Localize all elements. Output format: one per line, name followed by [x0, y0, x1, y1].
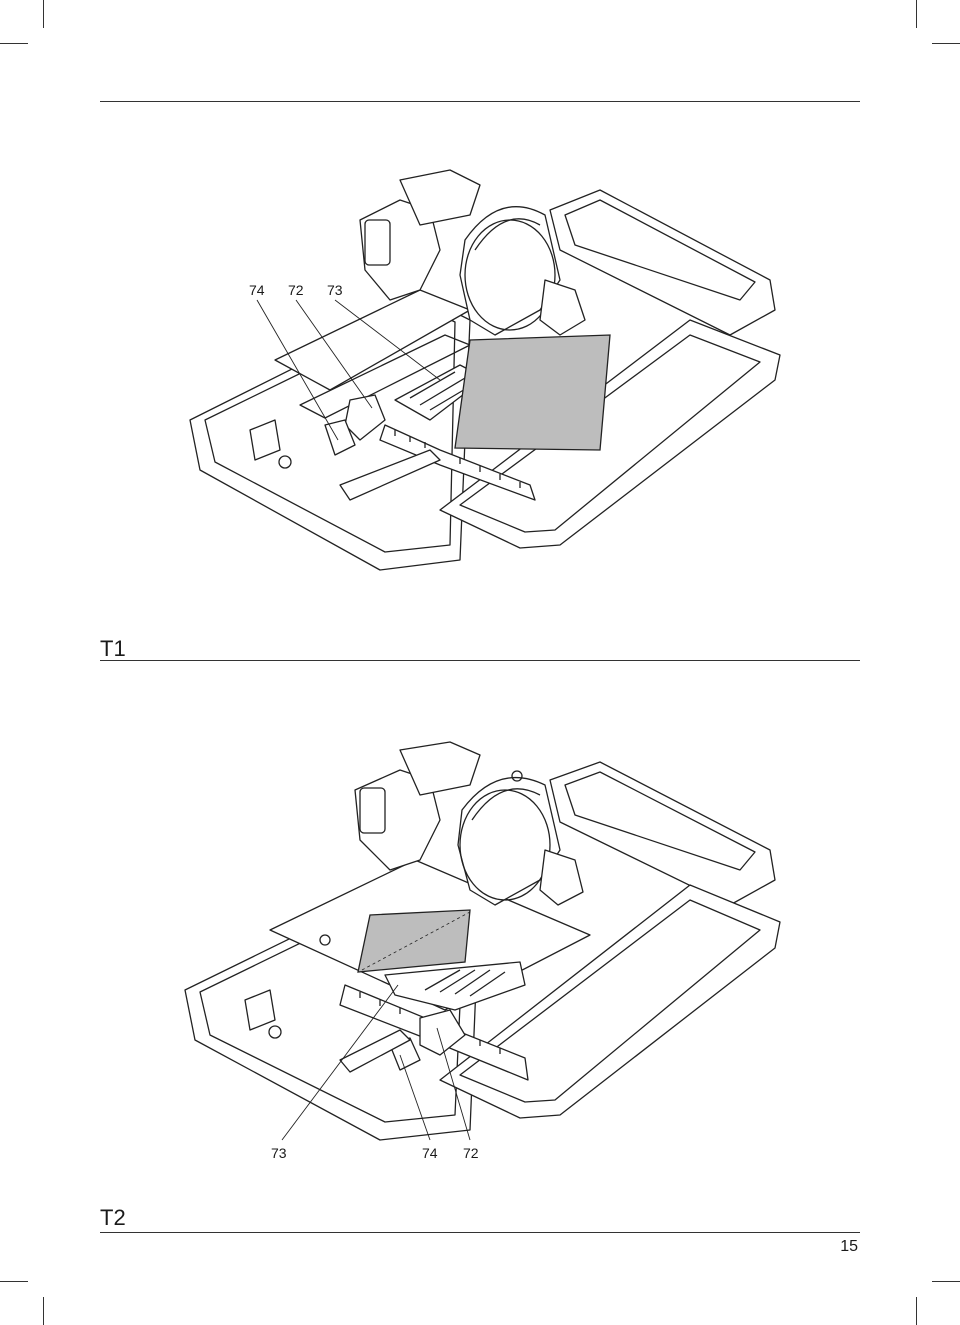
callout-t1-2: 72	[288, 282, 304, 298]
header-rule	[100, 101, 860, 102]
figure-label-t2: T2	[100, 1205, 126, 1230]
footer-rule	[100, 1232, 860, 1233]
callout-t1-1: 74	[249, 282, 265, 298]
callout-t2-3: 72	[463, 1145, 479, 1161]
crop-mark-top-right-v	[916, 0, 917, 28]
figure-t2-illustration	[184, 741, 781, 1141]
tile-t1	[454, 334, 611, 451]
page-number: 15	[840, 1238, 858, 1255]
figure-t1-rule	[100, 660, 860, 661]
crop-mark-top-left-v	[43, 0, 44, 28]
figure-t1-illustration	[189, 169, 781, 571]
crop-mark-bottom-right-h	[932, 1281, 960, 1282]
crop-mark-bottom-left-h	[0, 1281, 28, 1282]
callout-t1-3: 73	[327, 282, 343, 298]
callout-t2-1: 73	[271, 1145, 287, 1161]
crop-mark-top-left-h	[0, 43, 28, 44]
crop-mark-bottom-right-v	[916, 1297, 917, 1325]
crop-mark-top-right-h	[932, 43, 960, 44]
callout-t2-2: 74	[422, 1145, 438, 1161]
tile-t2	[357, 909, 471, 973]
figure-label-t1: T1	[100, 636, 126, 661]
crop-mark-bottom-left-v	[43, 1297, 44, 1325]
